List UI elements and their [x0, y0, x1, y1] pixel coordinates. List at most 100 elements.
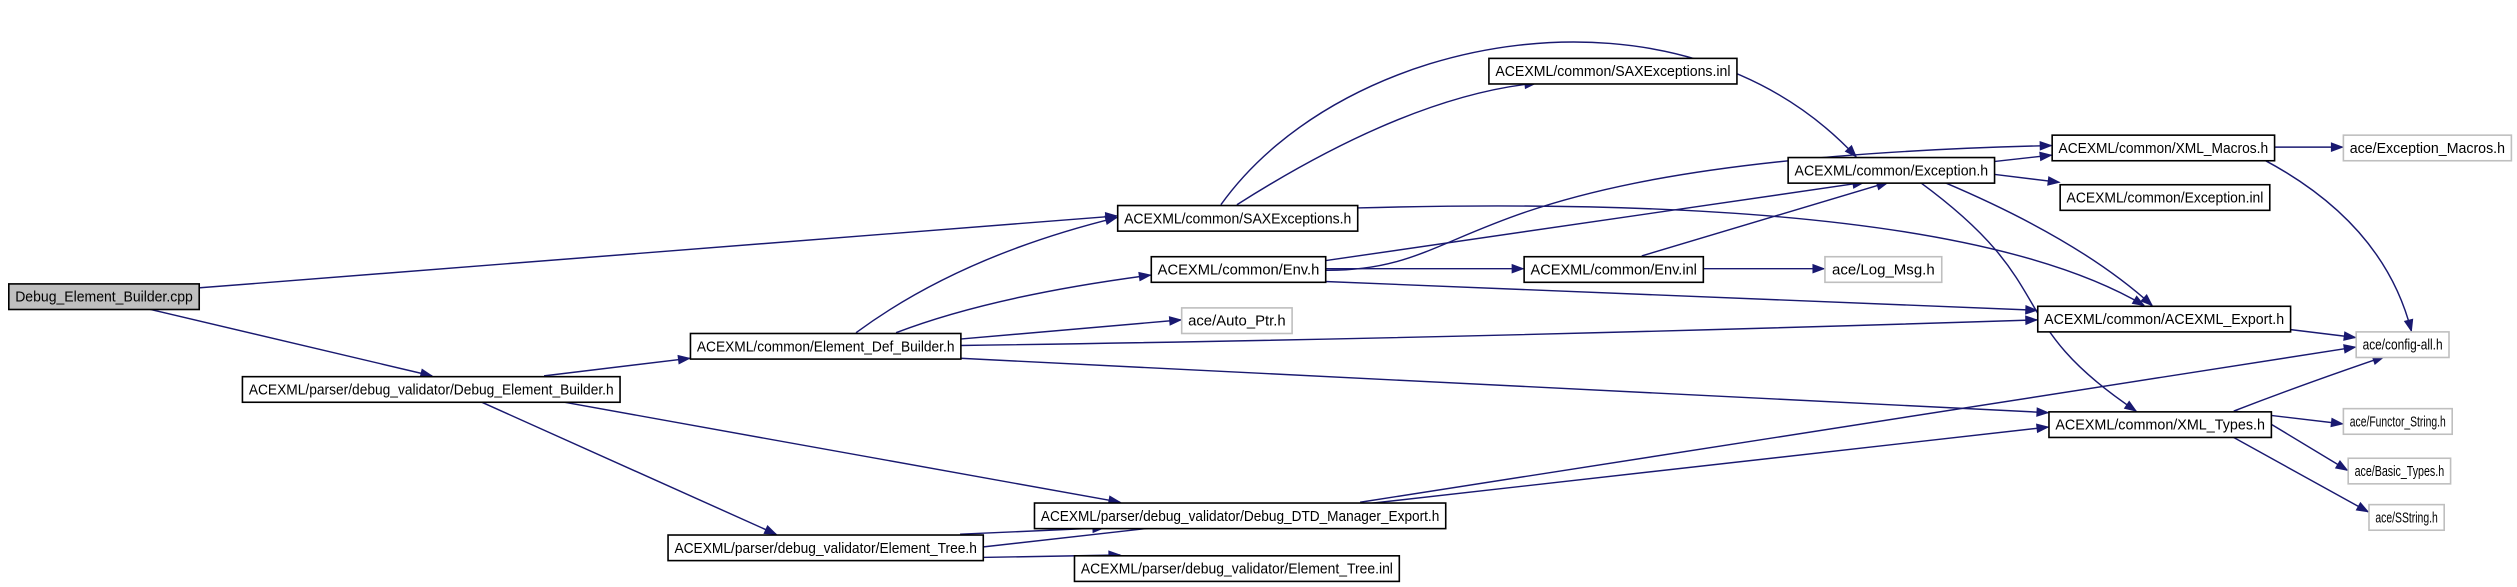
- arrowhead-icon: [2355, 501, 2370, 513]
- edges-layer: [147, 41, 2414, 561]
- edge-line: [479, 400, 777, 535]
- edge-line: [1919, 181, 2137, 412]
- arrowhead-icon: [1138, 271, 1152, 282]
- node-export[interactable]: ACEXML/common/ACEXML_Export.h: [2036, 305, 2292, 333]
- edge-deb_h-to-edb: [543, 354, 692, 377]
- node-box: [667, 534, 985, 562]
- node-box: [241, 375, 621, 404]
- node-dtdexport[interactable]: ACEXML/parser/debug_validator/Debug_DTD_…: [1033, 502, 1447, 530]
- edge-exch-to-excinl: [1993, 173, 2061, 186]
- node-etreeh[interactable]: ACEXML/parser/debug_validator/Element_Tr…: [667, 534, 985, 562]
- node-label: ACEXML/common/Exception.h: [1795, 162, 1989, 179]
- edge-edb-to-envh: [895, 271, 1152, 334]
- arrowhead-icon: [2036, 407, 2050, 417]
- node-box: [1824, 255, 1943, 284]
- node-box: [1488, 57, 1738, 85]
- edge-line: [1324, 280, 2037, 312]
- node-box: [8, 283, 201, 311]
- edge-dtdexport-to-configall: [1359, 344, 2357, 503]
- node-label: ACEXML/parser/debug_validator/Debug_Elem…: [249, 381, 614, 398]
- edge-line: [559, 400, 1121, 503]
- edge-line: [1324, 181, 1865, 262]
- edge-line: [198, 215, 1117, 289]
- edge-line: [1641, 181, 1889, 257]
- node-envh[interactable]: ACEXML/common/Env.h: [1150, 255, 1327, 284]
- node-xmltypes[interactable]: ACEXML/common/XML_Types.h: [2048, 411, 2273, 439]
- edge-line: [2233, 355, 2385, 412]
- edge-export-to-configall: [2289, 328, 2357, 341]
- node-box: [2355, 331, 2450, 359]
- arrowhead-icon: [2330, 142, 2344, 152]
- arrowhead-icon: [1844, 144, 1858, 158]
- node-label: ace/SString.h: [2375, 509, 2437, 526]
- edge-line: [1356, 205, 2145, 307]
- node-label: ACEXML/common/Exception.inl: [2067, 190, 2264, 207]
- arrowhead-icon: [2131, 295, 2146, 307]
- node-box: [2347, 457, 2452, 485]
- node-label: ACEXML/parser/debug_validator/Debug_DTD_…: [1041, 508, 1439, 525]
- node-saxinl[interactable]: ACEXML/common/SAXExceptions.inl: [1488, 57, 1738, 85]
- arrowhead-icon: [763, 525, 778, 535]
- edge-line: [1359, 346, 2356, 503]
- node-box: [1180, 307, 1293, 335]
- node-box: [2051, 134, 2276, 162]
- edge-xmltypes-to-basictypes: [2270, 423, 2349, 471]
- node-label: ace/Basic_Types.h: [2355, 463, 2445, 480]
- node-excmacros[interactable]: ace/Exception_Macros.h: [2342, 134, 2513, 162]
- node-box: [1523, 255, 1705, 284]
- edge-line: [147, 307, 433, 377]
- node-xmlmacros[interactable]: ACEXML/common/XML_Macros.h: [2051, 134, 2276, 162]
- arrowhead-icon: [2039, 151, 2053, 162]
- edge-xmltypes-to-configall: [2233, 355, 2386, 412]
- node-functor[interactable]: ace/Functor_String.h: [2342, 407, 2453, 436]
- edge-envinl-to-exch: [1641, 181, 1890, 257]
- node-excinl[interactable]: ACEXML/common/Exception.inl: [2059, 183, 2271, 212]
- node-label: ACEXML/common/Env.h: [1158, 261, 1320, 278]
- edge-xmlmacros-to-excmacros: [2273, 142, 2344, 152]
- edge-xmlmacros-to-configall: [2263, 159, 2414, 333]
- edge-line: [2263, 159, 2413, 332]
- arrowhead-icon: [2025, 304, 2039, 315]
- arrowhead-icon: [2025, 315, 2039, 326]
- node-configall[interactable]: ace/config-all.h: [2355, 331, 2450, 359]
- edge-exch-to-xmlmacros: [1993, 151, 2053, 163]
- edge-line: [2270, 423, 2348, 471]
- edge-line: [895, 274, 1151, 334]
- edge-xmltypes-to-sstring: [2231, 436, 2370, 513]
- edge-cpp-to-deb_h: [147, 307, 434, 378]
- node-envinl[interactable]: ACEXML/common/Env.inl: [1523, 255, 1705, 284]
- node-edb[interactable]: ACEXML/common/Element_Def_Builder.h: [689, 332, 962, 360]
- edge-cpp-to-saxh: [198, 212, 1119, 289]
- node-label: Debug_Element_Builder.cpp: [15, 289, 193, 306]
- node-etreeinl[interactable]: ACEXML/parser/debug_validator/Element_Tr…: [1073, 555, 1401, 583]
- node-label: ace/Functor_String.h: [2350, 413, 2446, 430]
- node-saxh[interactable]: ACEXML/common/SAXExceptions.h: [1116, 204, 1359, 232]
- node-label: ACEXML/common/XML_Macros.h: [2059, 140, 2269, 157]
- node-exch[interactable]: ACEXML/common/Exception.h: [1787, 156, 1996, 184]
- node-box: [1033, 502, 1447, 530]
- node-sstring[interactable]: ace/SString.h: [2368, 503, 2445, 532]
- node-label: ace/config-all.h: [2363, 337, 2443, 354]
- node-box: [2368, 503, 2445, 532]
- node-deb-h[interactable]: ACEXML/parser/debug_validator/Debug_Elem…: [241, 375, 621, 404]
- edge-saxh-to-export: [1356, 205, 2146, 307]
- arrowhead-icon: [1511, 263, 1525, 274]
- node-label: ace/Exception_Macros.h: [2350, 140, 2505, 157]
- node-basictypes[interactable]: ace/Basic_Types.h: [2347, 457, 2452, 485]
- edge-edb-to-saxh: [855, 215, 1119, 334]
- node-label: ACEXML/parser/debug_validator/Element_Tr…: [674, 540, 976, 557]
- node-autoptr[interactable]: ace/Auto_Ptr.h: [1180, 307, 1293, 335]
- node-box: [2036, 305, 2292, 333]
- node-box: [2059, 183, 2271, 212]
- node-box: [1787, 156, 1996, 184]
- arrowhead-icon: [1168, 316, 1183, 326]
- node-cpp: Debug_Element_Builder.cpp: [8, 283, 201, 311]
- node-label: ACEXML/common/SAXExceptions.inl: [1495, 63, 1730, 80]
- node-box: [2342, 407, 2453, 436]
- edge-line: [2231, 436, 2369, 513]
- node-logmsg[interactable]: ace/Log_Msg.h: [1824, 255, 1943, 284]
- edge-exch-to-xmltypes: [1919, 181, 2138, 412]
- node-label: ace/Log_Msg.h: [1832, 261, 1935, 278]
- arrowhead-icon: [2330, 417, 2344, 428]
